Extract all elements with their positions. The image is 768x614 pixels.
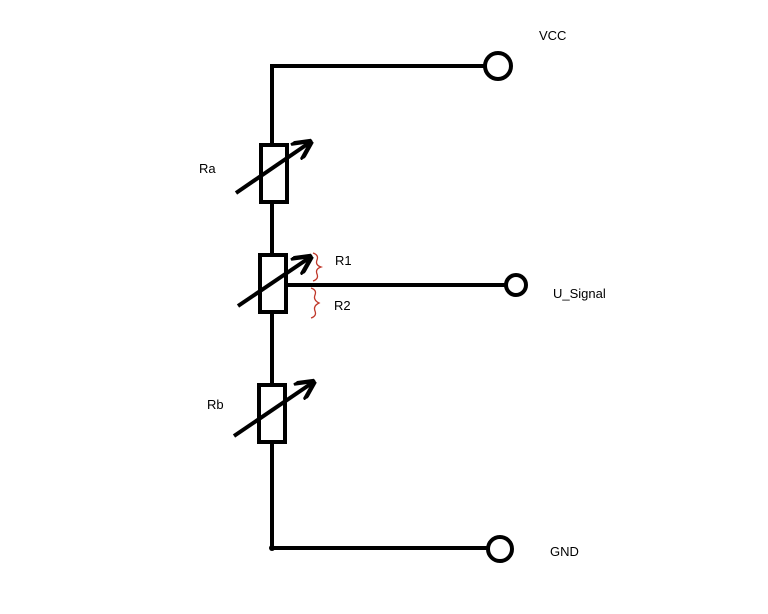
potentiometer-arrow [236,258,309,308]
gnd-terminal [486,535,514,563]
wire-gnd [270,440,488,550]
resistor-rb-arrow [232,383,312,438]
resistor-ra [234,143,309,204]
gnd-junction-dot [269,545,275,551]
label-vcc: VCC [539,28,566,43]
wires [270,64,508,550]
wire-vcc [270,64,486,147]
resistor-rb-body [257,383,287,444]
resistor-ra-arrow [234,143,309,195]
label-gnd: GND [550,544,579,559]
u-signal-terminal [504,273,528,297]
brace-r2 [310,287,321,319]
label-r1: R1 [335,253,352,268]
label-rb: Rb [207,397,224,412]
label-u-signal: U_Signal [553,286,606,301]
label-ra: Ra [199,161,216,176]
potentiometer [236,253,309,314]
label-r2: R2 [334,298,351,313]
resistor-rb [232,383,312,444]
brace-r1 [312,252,324,282]
vcc-terminal [483,51,513,81]
